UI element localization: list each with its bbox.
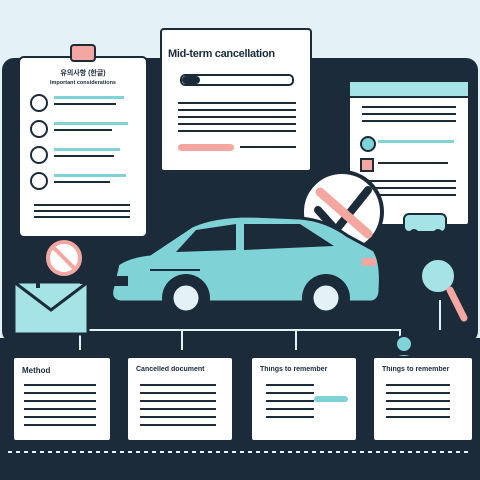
car-icon xyxy=(110,214,382,322)
clipboard-clip-icon xyxy=(70,44,96,62)
clipboard-footer-lines xyxy=(34,204,130,206)
card-text-lines xyxy=(140,384,216,386)
clipboard: 유의사항 (한글) Important considerations xyxy=(18,44,148,238)
small-car-icon xyxy=(403,213,447,239)
header-pink-bar xyxy=(178,144,234,151)
info-card-things-to-remember-1: Things to remember xyxy=(250,356,358,442)
info-card-things-to-remember-2: Things to remember xyxy=(372,356,474,442)
progress-fill xyxy=(182,76,200,84)
header-footnote-line xyxy=(240,146,296,148)
header-text-lines xyxy=(178,102,296,104)
card-text-lines xyxy=(386,384,450,386)
connector-lines xyxy=(79,300,441,350)
clipboard-title: 유의사항 (한글) xyxy=(60,70,106,77)
card-highlight-bar xyxy=(314,396,348,402)
prohibited-icon xyxy=(46,240,82,276)
card-text-lines xyxy=(266,384,314,386)
card-title: Cancelled document xyxy=(136,366,205,373)
info-card-cancelled-document: Cancelled document xyxy=(126,356,234,442)
card-text-lines xyxy=(24,384,96,386)
card-title: Things to remember xyxy=(260,366,328,373)
magnifier-icon xyxy=(418,256,468,322)
checkbox-icon xyxy=(360,158,374,172)
page-title: Mid-term cancellation xyxy=(168,48,275,60)
right-doc-lines xyxy=(362,106,456,108)
progress-track xyxy=(180,74,294,86)
card-title: Things to remember xyxy=(382,366,450,373)
info-card-method: Method xyxy=(12,356,112,442)
right-doc-badge xyxy=(360,136,376,152)
card-title: Method xyxy=(22,366,51,375)
clipboard-subtitle: Important considerations xyxy=(49,80,116,86)
header-card: Mid-term cancellation xyxy=(160,28,312,172)
